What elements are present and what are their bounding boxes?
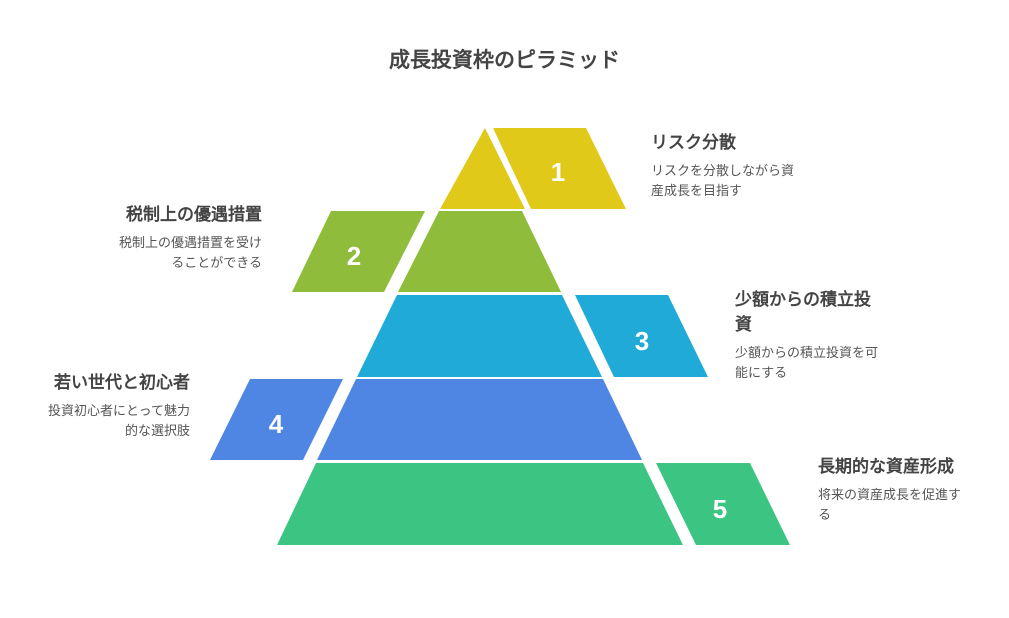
tier-3-title: 少額からの積立投資 [735, 290, 871, 335]
tier-5-title: 長期的な資産形成 [818, 457, 954, 477]
tier-2-description: 税制上の優遇措置を受けることができる [118, 236, 262, 271]
tier-3-tab [575, 295, 708, 377]
tier-4-number: 4 [269, 409, 284, 439]
tier-2-title: 税制上の優遇措置 [126, 205, 262, 225]
tier-5-label: 長期的な資産形成 将来の資産成長を促進する [818, 455, 966, 526]
tier-2-label: 税制上の優遇措置 税制上の優遇措置を受けることができる [112, 203, 262, 274]
pyramid-tier-3 [357, 295, 602, 377]
pyramid-tier-2 [398, 211, 561, 292]
tier-5-number: 5 [713, 494, 727, 524]
diagram-title: 成長投資枠のピラミッド [389, 48, 620, 72]
tier-4-label: 若い世代と初心者 投資初心者にとって魅力的な選択肢 [42, 371, 190, 442]
tier-5-tab [656, 463, 790, 545]
tier-3-label: 少額からの積立投資 少額からの積立投資を可能にする [735, 288, 880, 384]
tier-4-title: 若い世代と初心者 [54, 373, 190, 393]
pyramid-tier-4 [317, 379, 642, 460]
tier-5-description: 将来の資産成長を促進する [818, 488, 962, 523]
tier-3-number: 3 [635, 326, 649, 356]
tier-4-description: 投資初心者にとって魅力的な選択肢 [48, 404, 190, 439]
tier-1-description: リスクを分散しながら資産成長を目指す [651, 164, 795, 199]
tier-1-label: リスク分散 リスクを分散しながら資産成長を目指す [651, 131, 801, 202]
tier-4-tab [210, 379, 343, 460]
pyramid-tier-5 [277, 463, 683, 545]
pyramid-tier-1 [440, 128, 525, 209]
tier-3-description: 少額からの積立投資を可能にする [735, 346, 879, 381]
tier-2-tab [292, 211, 425, 292]
tier-1-tab [493, 128, 626, 209]
tier-2-number: 2 [347, 241, 361, 271]
tier-1-title: リスク分散 [651, 133, 736, 153]
tier-1-number: 1 [551, 157, 565, 187]
